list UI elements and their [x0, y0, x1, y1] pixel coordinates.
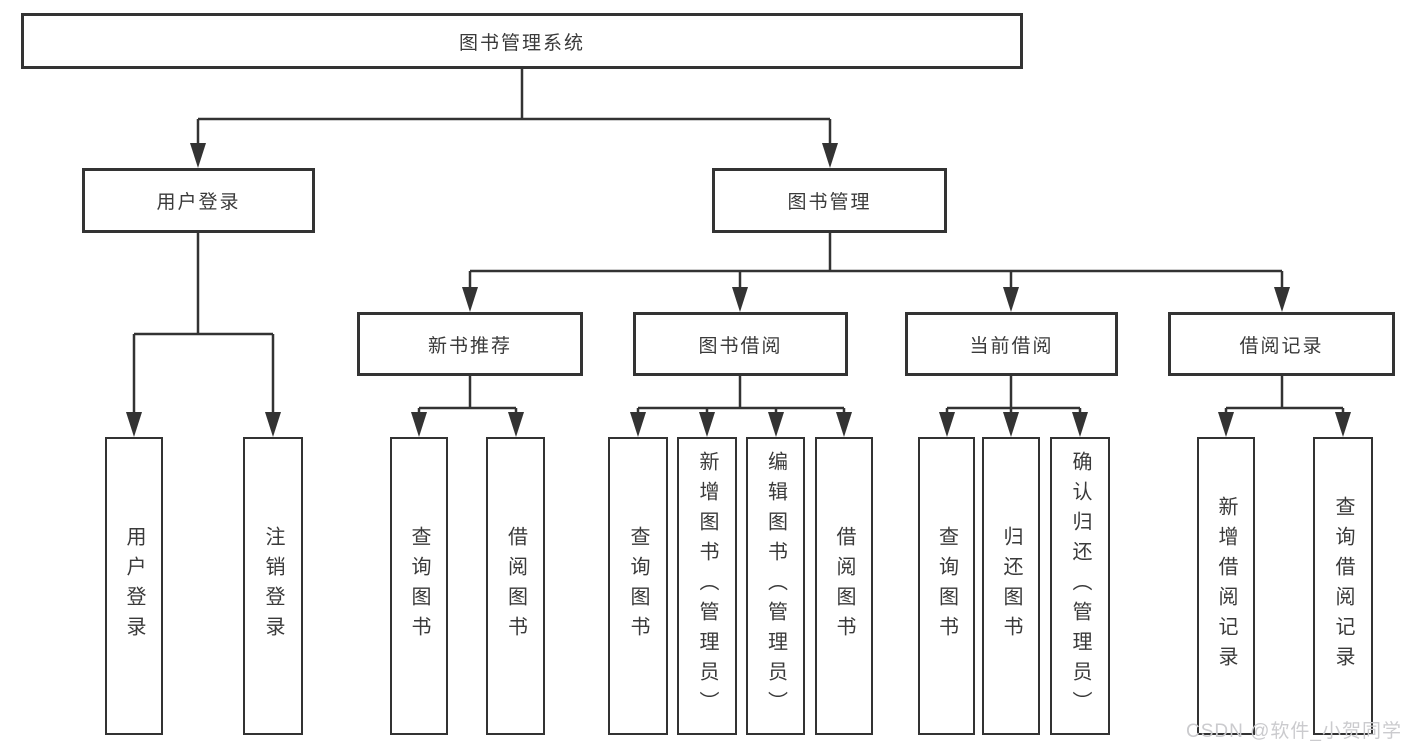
node-label: 用户登录: [123, 526, 145, 646]
node-label: 查询借阅记录: [1332, 496, 1354, 676]
node-user-login: 用户登录: [82, 168, 315, 233]
node-library-system: 图书管理系统: [21, 13, 1023, 69]
leaf-add-borrow-record: 新增借阅记录: [1197, 437, 1255, 735]
node-label: 新增借阅记录: [1215, 496, 1237, 676]
arrow-down-icon: [1335, 412, 1351, 437]
node-label: 查询图书: [935, 526, 958, 646]
node-current-borrowing: 当前借阅: [905, 312, 1118, 376]
connector-borrow-records-branch: [1218, 376, 1351, 437]
node-label: 图书管理系统: [458, 32, 585, 54]
node-book-management: 图书管理: [712, 168, 947, 233]
node-label: 查询图书: [408, 526, 430, 646]
leaf-logout: 注销登录: [243, 437, 303, 735]
node-label: 当前借阅: [969, 335, 1054, 357]
arrow-down-icon: [411, 412, 427, 437]
leaf-query-books-3: 查询图书: [918, 437, 975, 735]
arrow-down-icon: [1072, 412, 1088, 437]
leaf-borrow-books-2: 借阅图书: [815, 437, 873, 735]
arrow-down-icon: [1003, 287, 1019, 312]
node-label: 归还图书: [1000, 526, 1022, 646]
node-label: 注销登录: [262, 526, 284, 646]
node-label: 图书管理: [787, 192, 872, 213]
csdn-watermark: CSDN @软件_小贺同学: [1186, 721, 1402, 742]
connector-user-login-branch: [126, 233, 281, 437]
connector-book-management-branch: [462, 233, 1290, 312]
leaf-confirm-return-admin: 确认归还（管理员）: [1050, 437, 1110, 735]
node-borrowing-records: 借阅记录: [1168, 312, 1395, 376]
node-label: 新书推荐: [427, 335, 512, 357]
leaf-query-books-2: 查询图书: [608, 437, 668, 735]
arrow-down-icon: [699, 412, 715, 437]
node-book-borrowing: 图书借阅: [633, 312, 848, 376]
node-label: 确认归还（管理员）: [1069, 451, 1091, 721]
arrow-down-icon: [836, 412, 852, 437]
arrow-down-icon: [508, 412, 524, 437]
arrow-down-icon: [126, 412, 142, 437]
node-new-book-recommend: 新书推荐: [357, 312, 583, 376]
leaf-borrow-books-1: 借阅图书: [486, 437, 545, 735]
arrow-down-icon: [1218, 412, 1234, 437]
arrow-down-icon: [462, 287, 478, 312]
connector-root-to-level2: [190, 69, 838, 168]
arrow-down-icon: [732, 287, 748, 312]
arrow-down-icon: [190, 143, 206, 168]
leaf-query-borrow-record: 查询借阅记录: [1313, 437, 1373, 735]
connector-new-book-branch: [411, 376, 524, 437]
arrow-down-icon: [265, 412, 281, 437]
connector-book-borrow-branch: [630, 376, 852, 437]
arrow-down-icon: [822, 143, 838, 168]
arrow-down-icon: [630, 412, 646, 437]
node-label: 借阅图书: [504, 526, 527, 646]
node-label: 查询图书: [627, 526, 649, 646]
arrow-down-icon: [939, 412, 955, 437]
node-label: 图书借阅: [698, 335, 783, 357]
node-label: 用户登录: [156, 192, 241, 213]
connector-current-borrow-branch: [939, 376, 1088, 437]
leaf-user-login: 用户登录: [105, 437, 163, 735]
arrow-down-icon: [1003, 412, 1019, 437]
node-label: 编辑图书（管理员）: [764, 451, 787, 721]
node-label: 借阅记录: [1239, 335, 1324, 357]
leaf-query-books-1: 查询图书: [390, 437, 448, 735]
arrow-down-icon: [1274, 287, 1290, 312]
arrow-down-icon: [768, 412, 784, 437]
leaf-add-books-admin: 新增图书（管理员）: [677, 437, 737, 735]
leaf-edit-books-admin: 编辑图书（管理员）: [746, 437, 805, 735]
leaf-return-books: 归还图书: [982, 437, 1040, 735]
node-label: 借阅图书: [833, 526, 855, 646]
node-label: 新增图书（管理员）: [696, 451, 718, 721]
